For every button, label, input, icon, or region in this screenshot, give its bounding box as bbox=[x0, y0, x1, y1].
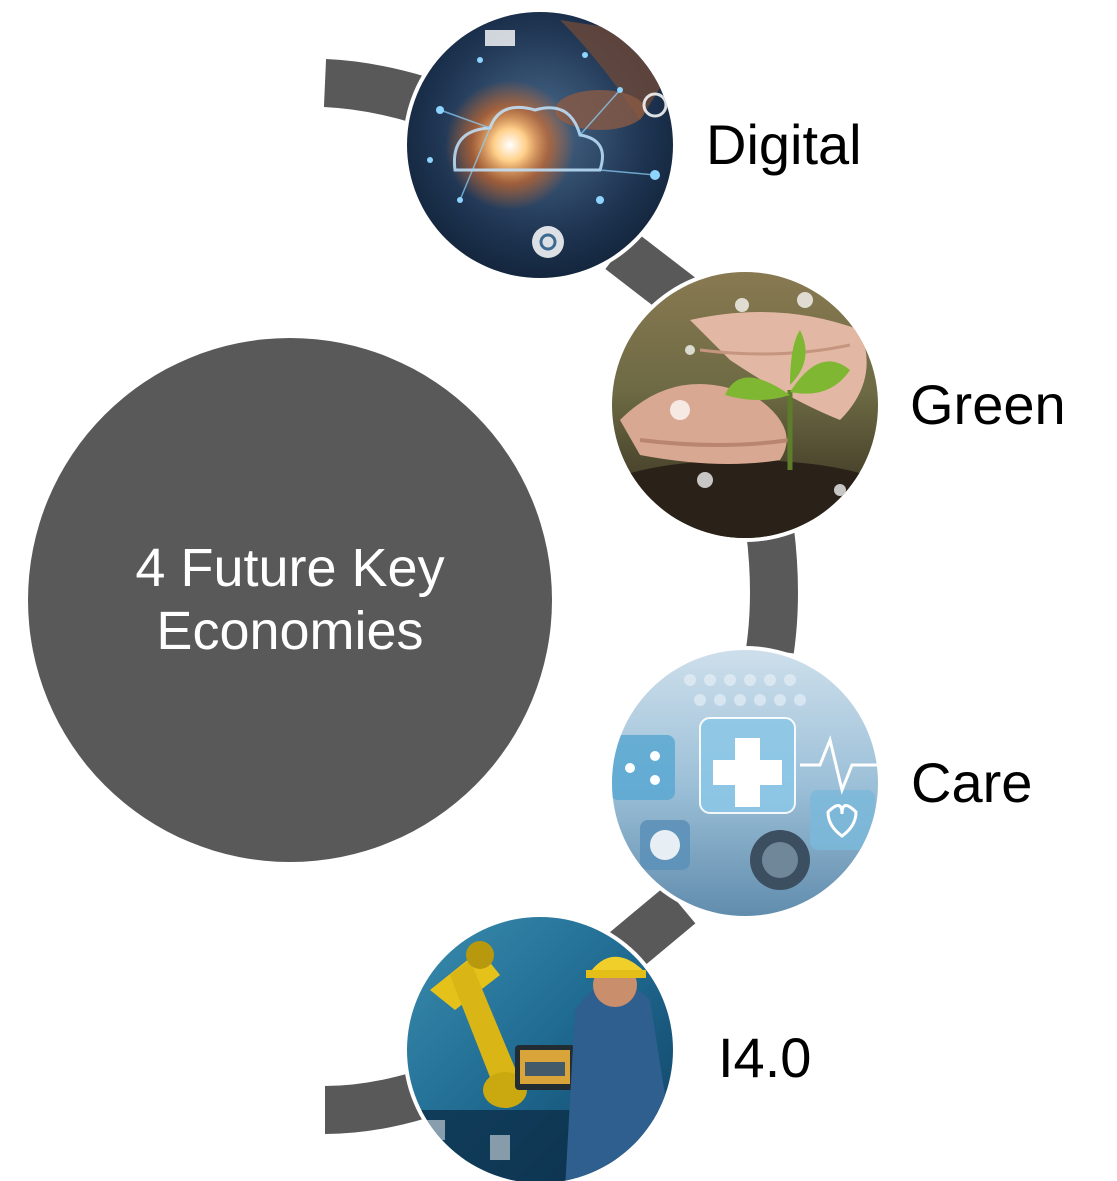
node-green-image bbox=[608, 268, 882, 542]
connector-bottom bbox=[324, 1071, 427, 1134]
node-i40-image bbox=[403, 913, 677, 1181]
center-hub-text: 4 Future Key Economies bbox=[28, 338, 552, 862]
node-label-i40: I4.0 bbox=[718, 1026, 812, 1089]
connector-top bbox=[323, 59, 427, 124]
node-label-care: Care bbox=[911, 751, 1033, 814]
center-title-line-1: 4 Future Key bbox=[135, 538, 445, 599]
center-hub-circle bbox=[28, 338, 552, 862]
center-title-line-2: Economies bbox=[156, 601, 424, 661]
robot-arm-icon bbox=[430, 941, 527, 1108]
node-care-image bbox=[608, 646, 882, 920]
node-digital-image bbox=[403, 8, 677, 282]
medical-cross-icon bbox=[713, 738, 782, 807]
node-label-green: Green bbox=[910, 373, 1066, 436]
connector-green-care bbox=[746, 527, 798, 654]
cloud-network-icon bbox=[452, 105, 604, 172]
node-label-digital: Digital bbox=[706, 113, 862, 176]
seedling-icon bbox=[725, 330, 850, 400]
connector-care-i40 bbox=[604, 886, 696, 974]
